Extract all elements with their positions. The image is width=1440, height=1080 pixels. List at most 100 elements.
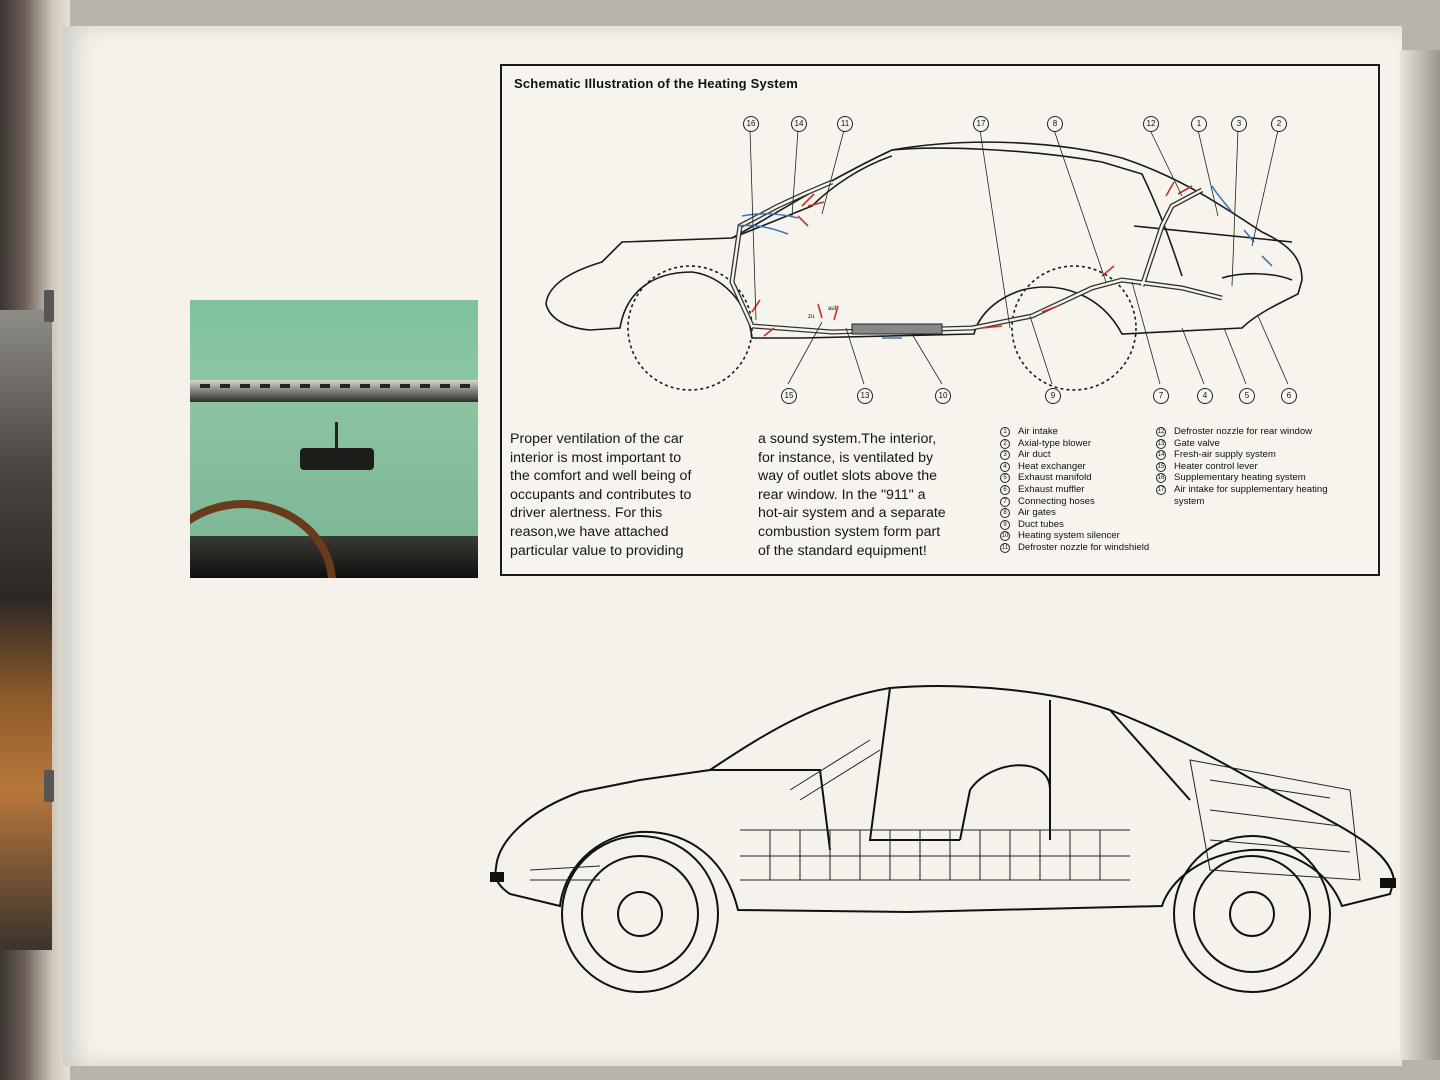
legend-item: 2 Axial-type blower <box>1000 438 1160 450</box>
body-line: particular value to providing <box>510 542 684 559</box>
body-line: the comfort and well being of <box>510 468 692 485</box>
body-line: hot-air system and a separate <box>758 505 946 522</box>
legend-number: 14 <box>1156 450 1166 461</box>
rearview-mirror <box>300 448 374 470</box>
legend-label: Heat exchanger <box>1018 460 1086 472</box>
legend-label: Duct tubes <box>1018 518 1064 530</box>
legend-number: 8 <box>1000 508 1010 519</box>
callout-1: 1 <box>1191 116 1207 132</box>
callout-8: 8 <box>1047 116 1063 132</box>
body-line: interior is most important to <box>510 449 682 466</box>
heating-silencer <box>851 323 943 335</box>
legend-item: 13 Gate valve <box>1156 438 1356 450</box>
body-line: occupants and contributes to <box>510 486 692 503</box>
legend-label: Gate valve <box>1174 437 1220 449</box>
mirror-stem <box>335 422 338 450</box>
legend-item: 8 Air gates <box>1000 507 1160 519</box>
legend-number: 11 <box>1000 542 1010 553</box>
legend-item: 6 Exhaust muffler <box>1000 484 1160 496</box>
body-line: for instance, is ventilated by <box>758 449 934 466</box>
legend-label: Connecting hoses <box>1018 495 1095 507</box>
legend-label: Heating system silencer <box>1018 530 1120 542</box>
staple <box>44 770 54 802</box>
body-line: driver alertness. For this <box>510 505 663 522</box>
car-heating-schematic: zu auf <box>545 129 1303 391</box>
legend-number: 3 <box>1000 450 1010 461</box>
legend-item: 12 Defroster nozzle for rear window <box>1156 426 1356 438</box>
body-line: way of outlet slots above the <box>758 468 938 485</box>
legend-number: 10 <box>1000 531 1010 542</box>
legend-number: 9 <box>1000 519 1010 530</box>
diagram-title: Schematic Illustration of the Heating Sy… <box>514 76 799 91</box>
callout-15: 15 <box>781 388 797 404</box>
callout-9: 9 <box>1045 388 1061 404</box>
callout-2: 2 <box>1271 116 1287 132</box>
body-line: a sound system.The interior, <box>758 431 937 447</box>
body-line: combustion system form part <box>758 523 941 540</box>
callout-14: 14 <box>791 116 807 132</box>
duct-tubes <box>729 179 1223 335</box>
body-text-column-1: Proper ventilation of the car interior i… <box>510 430 691 560</box>
legend-number: 16 <box>1156 473 1166 484</box>
legend-item: 11 Defroster nozzle for windshield <box>1000 542 1160 554</box>
legend-number: 2 <box>1000 438 1010 449</box>
left-page-photo <box>0 310 52 950</box>
legend-number: 5 <box>1000 473 1010 484</box>
legend-label: Exhaust muffler <box>1018 483 1085 495</box>
callout-11: 11 <box>837 116 853 132</box>
legend-label: Air duct <box>1018 449 1051 461</box>
legend-item: 15 Heater control lever <box>1156 461 1356 473</box>
legend-number: 12 <box>1156 427 1166 437</box>
legend-number: 1 <box>1000 427 1010 437</box>
legend-item: 10 Heating system silencer <box>1000 530 1160 542</box>
car-outline <box>545 141 1303 391</box>
arrow-label-auf: auf <box>828 306 837 312</box>
body-line: rear window. In the "911" a <box>758 486 926 503</box>
legend-label: Fresh-air supply system <box>1174 449 1276 461</box>
legend-label: Axial-type blower <box>1018 437 1092 449</box>
legend-item: 17 Air intake for supplementary heating s… <box>1156 484 1356 507</box>
callout-10: 10 <box>935 388 951 404</box>
legend-item: 3 Air duct <box>1000 449 1160 461</box>
outlet-slots <box>200 384 470 388</box>
body-line: Proper ventilation of the car <box>510 431 684 447</box>
legend-label: Air intake for supplementary heating sys… <box>1174 483 1328 507</box>
car-cutaway-illustration <box>490 685 1396 993</box>
legend-number: 6 <box>1000 484 1010 495</box>
legend-number: 17 <box>1156 484 1166 495</box>
callout-4: 4 <box>1197 388 1213 404</box>
legend-number: 4 <box>1000 461 1010 472</box>
callout-5: 5 <box>1239 388 1255 404</box>
callout-3: 3 <box>1231 116 1247 132</box>
hot-air-arrows <box>751 181 1193 337</box>
legend-item: 14 Fresh-air supply system <box>1156 449 1356 461</box>
staple <box>44 290 54 322</box>
body-line: of the standard equipment! <box>758 542 927 559</box>
fresh-air-arrows <box>737 185 1273 339</box>
legend-item: 16 Supplementary heating system <box>1156 472 1356 484</box>
legend-number: 15 <box>1156 461 1166 472</box>
heating-diagram-box: Schematic Illustration of the Heating Sy… <box>500 64 1380 576</box>
windshield-interior-photo <box>190 300 478 578</box>
callout-12: 12 <box>1143 116 1159 132</box>
leader-lines <box>749 129 1289 385</box>
legend-number: 13 <box>1156 438 1166 449</box>
legend-number: 7 <box>1000 496 1010 507</box>
callout-6: 6 <box>1281 388 1297 404</box>
legend-label: Defroster nozzle for rear window <box>1174 426 1313 437</box>
legend-item: 4 Heat exchanger <box>1000 461 1160 473</box>
legend-label: Air gates <box>1018 507 1056 519</box>
callout-17: 17 <box>973 116 989 132</box>
legend-column-2: 12 Defroster nozzle for rear window 13 Gat… <box>1156 426 1356 507</box>
legend-label: Supplementary heating system <box>1174 472 1306 484</box>
legend-item: 9 Duct tubes <box>1000 519 1160 531</box>
legend-item: 7 Connecting hoses <box>1000 496 1160 508</box>
callout-7: 7 <box>1153 388 1169 404</box>
page-edge <box>1400 50 1440 1060</box>
legend-label: Defroster nozzle for windshield <box>1018 541 1150 553</box>
arrow-label-zu: zu <box>808 314 814 320</box>
legend-label: Heater control lever <box>1174 460 1258 472</box>
